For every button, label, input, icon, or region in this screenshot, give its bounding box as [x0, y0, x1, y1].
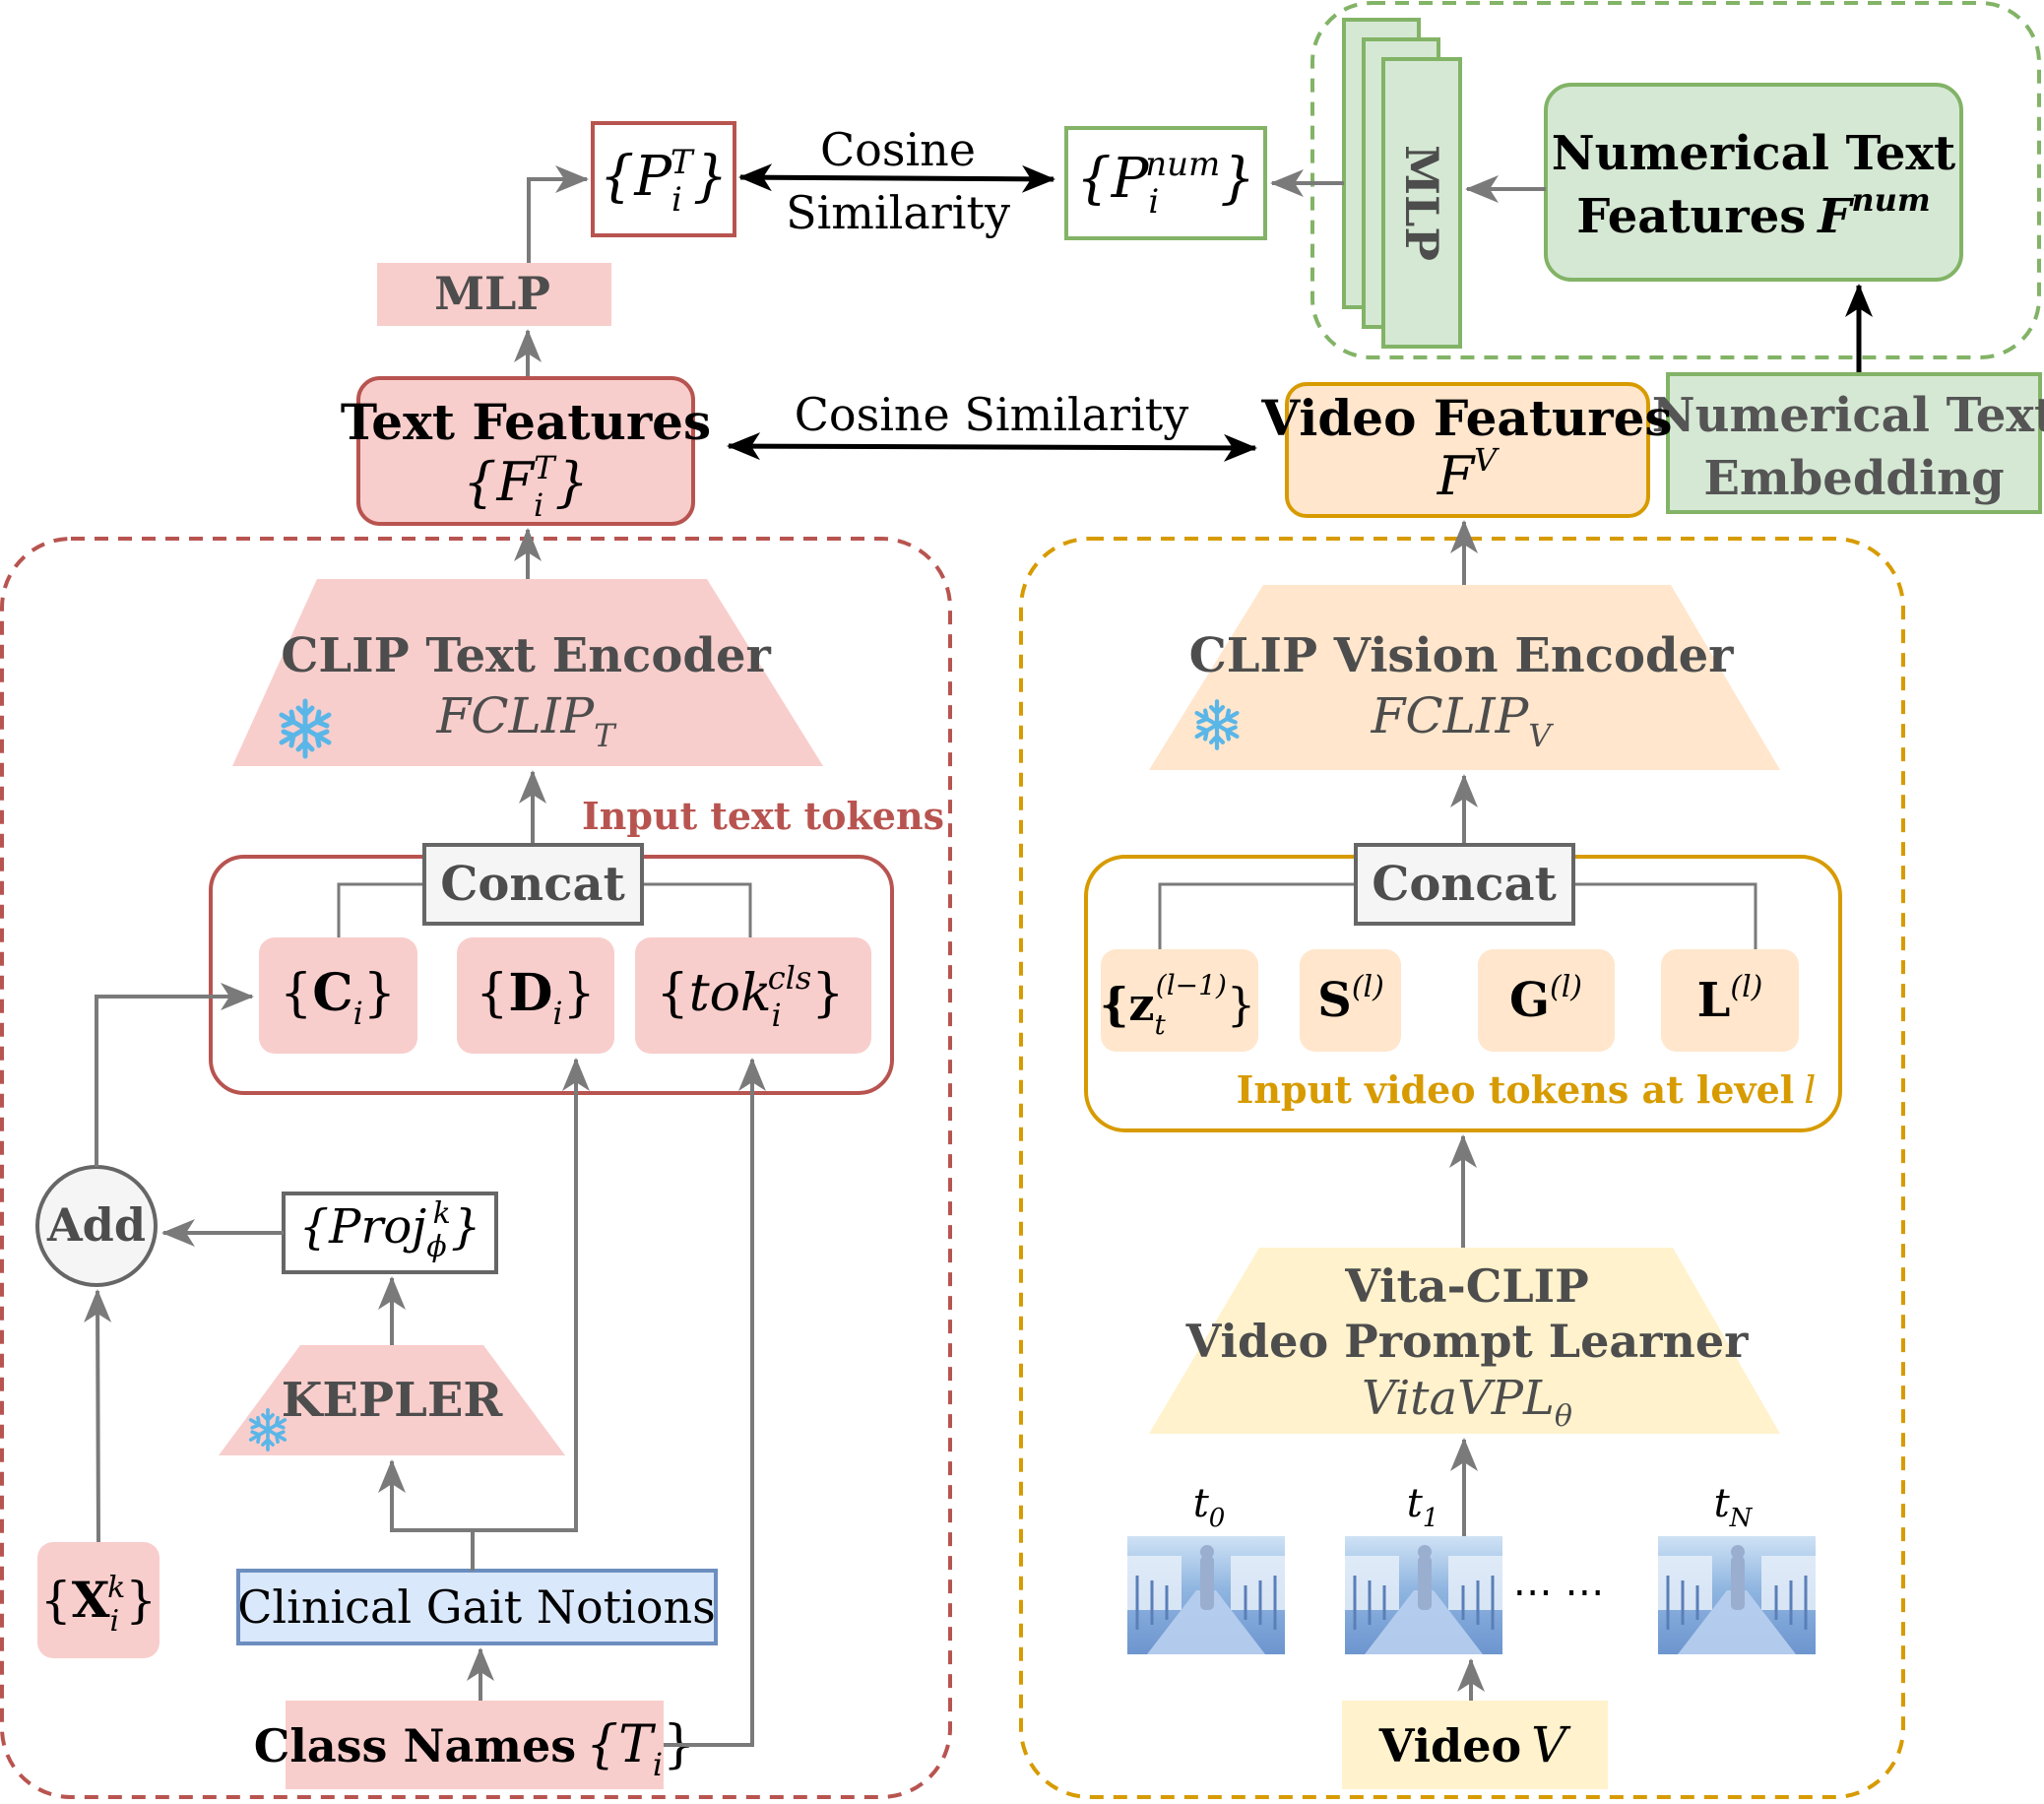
cosine-label-top: Cosine — [820, 123, 976, 176]
p-num-box: {Pinum} — [1064, 126, 1267, 240]
frame-t0: t0 — [1125, 1481, 1287, 1656]
svg-text:{Di}: {Di} — [476, 963, 596, 1032]
svg-text:{Xik}: {Xik} — [40, 1571, 157, 1639]
vita-clip-prompt-learner: Vita-CLIP Video Prompt Learner VitaVPLθ — [1149, 1248, 1780, 1434]
svg-text:Concat: Concat — [1372, 857, 1557, 912]
concat-text-box: Concat — [422, 843, 644, 926]
video-features-box: Video Features FV — [1260, 382, 1673, 518]
svg-text:FCLIPT: FCLIPT — [436, 687, 618, 754]
token-g: G(l) — [1478, 949, 1615, 1052]
frame-tn: tN — [1656, 1481, 1818, 1656]
svg-text:t1: t1 — [1407, 1481, 1439, 1533]
svg-text:Text Features: Text Features — [341, 393, 711, 451]
svg-text:tN: tN — [1714, 1481, 1754, 1533]
numerical-text-embedding-box: Numerical Text Embedding — [1652, 372, 2044, 514]
token-l: L(l) — [1661, 949, 1799, 1052]
svg-text:{Projϕk}: {Projϕk} — [299, 1196, 481, 1264]
token-c: {Ci} — [259, 937, 417, 1054]
frames-ellipsis: ⋯ ⋯ — [1513, 1570, 1605, 1615]
arrow-x-to-add — [84, 1289, 112, 1543]
token-cls: {tokicls} — [635, 937, 871, 1054]
svg-text:KEPLER: KEPLER — [282, 1373, 504, 1428]
svg-text:MLP: MLP — [1395, 145, 1448, 261]
numerical-branch-group — [1310, 1, 2041, 359]
class-names-box: Class Names{Ti} — [254, 1701, 695, 1789]
svg-text:FV: FV — [1437, 441, 1500, 507]
svg-text:t0: t0 — [1193, 1481, 1226, 1533]
mlp-stack: MLP — [1342, 18, 1462, 349]
text-features-box: Text Features {FiT} — [341, 376, 711, 526]
clip-text-encoder: CLIP Text Encoder FCLIPT — [232, 579, 823, 766]
token-d: {Di} — [457, 937, 614, 1054]
add-node: Add — [35, 1165, 158, 1287]
svg-text:{zt(l−1)}: {zt(l−1)} — [1100, 969, 1255, 1041]
svg-text:CLIP Text Encoder: CLIP Text Encoder — [281, 628, 771, 683]
concat-connector-left — [337, 882, 424, 937]
concat-connector-right — [642, 882, 752, 937]
projection-box: {Projϕk} — [282, 1192, 498, 1274]
svg-text:VitaVPLθ: VitaVPLθ — [1362, 1371, 1572, 1434]
arrow-gait-to-d — [473, 1058, 590, 1532]
svg-text:{Pinum}: {Pinum} — [1076, 145, 1255, 222]
vconcat-connector-left — [1158, 882, 1356, 949]
svg-text:Vita-CLIP: Vita-CLIP — [1344, 1259, 1589, 1313]
svg-text:Video Prompt Learner: Video Prompt Learner — [1185, 1315, 1749, 1368]
kepler-encoder: KEPLER — [219, 1345, 565, 1455]
p-text-box: {PiT} — [591, 121, 736, 237]
cosine-similarity-mid-label: Cosine Similarity — [795, 388, 1189, 441]
svg-text:FCLIPV: FCLIPV — [1371, 687, 1555, 754]
svg-text:{Ci}: {Ci} — [280, 963, 396, 1032]
arrow-add-to-c — [95, 983, 254, 1167]
mlp-left-box: MLP — [377, 263, 611, 326]
svg-text:Clinical Gait Notions: Clinical Gait Notions — [237, 1580, 716, 1634]
clip-vision-encoder: CLIP Vision Encoder FCLIPV — [1149, 585, 1780, 770]
svg-text:G(l): G(l) — [1509, 970, 1582, 1028]
svg-text:{PiT}: {PiT} — [600, 143, 729, 220]
svg-text:S(l): S(l) — [1317, 970, 1384, 1028]
clinical-gait-notions-box: Clinical Gait Notions — [236, 1569, 718, 1645]
arrow-gait-to-kepler — [378, 1459, 475, 1571]
svg-text:{FiT}: {FiT} — [463, 449, 589, 524]
token-s: S(l) — [1300, 949, 1401, 1052]
svg-text:Numerical Text: Numerical Text — [1552, 126, 1955, 181]
svg-text:CLIP Vision Encoder: CLIP Vision Encoder — [1189, 628, 1735, 683]
svg-text:Video Features: Video Features — [1260, 389, 1672, 447]
svg-text:Concat: Concat — [440, 857, 625, 912]
svg-text:L(l): L(l) — [1697, 970, 1763, 1028]
similarity-label-top: Similarity — [786, 186, 1010, 239]
cosine-arrow-mid — [727, 432, 1257, 462]
svg-text:Numerical Text: Numerical Text — [1652, 388, 2044, 443]
text-branch-group — [0, 537, 952, 1799]
cosine-arrow-top — [738, 163, 1055, 193]
token-x: {Xik} — [37, 1542, 160, 1658]
svg-text:Add: Add — [46, 1198, 146, 1252]
frame-t1: t1 — [1343, 1481, 1504, 1656]
svg-text:{tokicls}: {tokicls} — [657, 959, 845, 1034]
vconcat-connector-right — [1573, 882, 1757, 949]
svg-text:MLP: MLP — [434, 267, 550, 320]
concat-video-box: Concat — [1354, 843, 1575, 926]
svg-text:Embedding: Embedding — [1703, 451, 2004, 506]
input-text-tokens-label: Input text tokens — [582, 794, 944, 838]
arrow-mlp-to-ptext — [527, 165, 589, 263]
arrow-class-to-cls — [664, 1058, 766, 1747]
token-z: {zt(l−1)} — [1100, 949, 1258, 1052]
